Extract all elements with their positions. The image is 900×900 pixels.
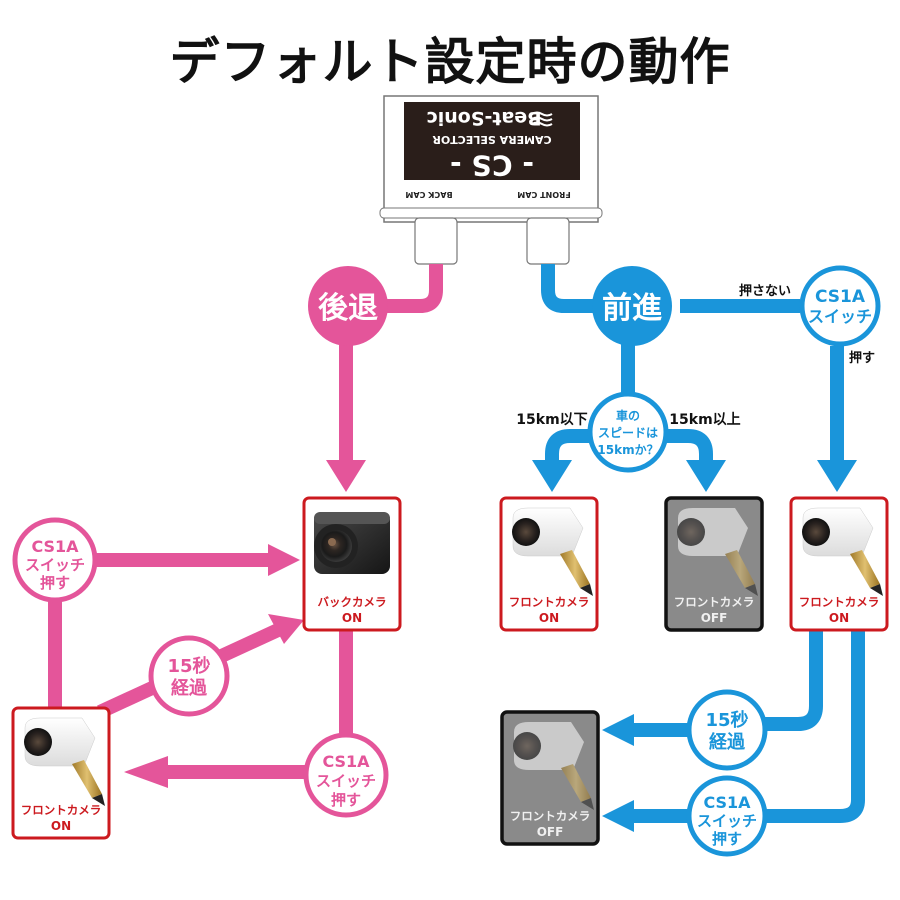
reverse-arrow-right-icon	[268, 544, 300, 576]
svg-text:CS1A: CS1A	[815, 287, 866, 307]
front-camera-icon	[677, 508, 758, 596]
reverse-switch-node-top: CS1A スイッチ 押す	[12, 517, 98, 603]
reverse-node-label: 後退	[318, 291, 378, 326]
high-speed-camera-card: フロントカメラ OFF	[664, 496, 764, 632]
forward-switch-node: CS1A スイッチ	[799, 265, 881, 347]
reverse-timer-arrow-icon	[268, 614, 304, 644]
forward-switch-node-bottom: CS1A スイッチ 押す	[686, 775, 768, 857]
reverse-node: 後退	[308, 266, 388, 346]
forward-timer-node: 15秒 経過	[686, 689, 768, 771]
svg-text:押す: 押す	[40, 574, 70, 592]
svg-text:CS1A: CS1A	[31, 537, 79, 556]
port-label-front: FRONT CAM	[517, 190, 570, 199]
svg-text:フロントカメラ: フロントカメラ	[510, 809, 591, 823]
forward-switch-bottom-line	[760, 628, 865, 823]
svg-text:ON: ON	[51, 819, 71, 833]
svg-text:スイッチ: スイッチ	[808, 307, 872, 326]
front-camera-icon	[512, 507, 593, 596]
speed-below-label: 15km以下	[516, 412, 587, 428]
svg-text:ON: ON	[539, 611, 559, 625]
speed-node: 車の スピードは 15kmか？	[587, 391, 669, 473]
back-camera-icon	[314, 512, 390, 574]
svg-text:スピードは: スピードは	[598, 426, 658, 440]
forward-timer-line	[760, 628, 823, 731]
reverse-line-from-device	[350, 264, 443, 313]
reverse-front-camera-card: フロントカメラ ON	[11, 706, 111, 840]
svg-text:15秒: 15秒	[705, 709, 748, 731]
svg-text:バックカメラ: バックカメラ	[318, 595, 387, 609]
svg-text:経過: 経過	[709, 731, 746, 753]
svg-text:15秒: 15秒	[167, 655, 210, 677]
forward-line-from-device	[541, 264, 620, 313]
pressed-label: 押す	[849, 350, 875, 366]
forward-switch-arrow-icon	[602, 800, 634, 832]
forward-node: 前進	[592, 266, 672, 346]
switch-camera-card: フロントカメラ ON	[789, 496, 889, 632]
svg-text:CS1A: CS1A	[322, 752, 370, 771]
svg-text:押す: 押す	[712, 830, 742, 848]
port-label-back: BACK CAM	[405, 190, 452, 199]
not-pressed-label: 押さない	[739, 283, 791, 299]
speed-high-branch-line	[664, 429, 713, 462]
svg-text:スイッチ: スイッチ	[316, 772, 376, 790]
product-name: - CS -	[450, 149, 534, 182]
back-camera-card: バックカメラ ON	[302, 496, 402, 632]
product-subtitle: CAMERA SELECTOR	[432, 133, 552, 146]
reverse-switch-node-bottom: CS1A スイッチ 押す	[303, 732, 389, 818]
back-cam-connector	[414, 217, 458, 265]
svg-text:CS1A: CS1A	[703, 793, 751, 812]
speed-low-arrow-icon	[532, 460, 572, 492]
reverse-arrow-left-icon	[124, 756, 168, 788]
reverse-timer-node: 15秒 経過	[148, 635, 230, 717]
forward-timer-arrow-icon	[602, 714, 634, 746]
brand-name: Beat-Sonic	[426, 107, 541, 129]
brand-wave-icon	[531, 111, 553, 127]
svg-text:押す: 押す	[331, 791, 361, 809]
speed-high-arrow-icon	[686, 460, 726, 492]
svg-text:経過: 経過	[171, 677, 208, 699]
svg-text:スイッチ: スイッチ	[697, 812, 757, 830]
speed-low-branch-line	[545, 429, 592, 462]
svg-text:OFF: OFF	[701, 611, 728, 625]
front-camera-icon	[802, 507, 883, 596]
low-speed-camera-card: フロントカメラ ON	[499, 496, 599, 632]
svg-text:フロントカメラ: フロントカメラ	[509, 595, 590, 609]
svg-text:車の: 車の	[616, 408, 640, 423]
speed-above-label: 15km以上	[669, 412, 740, 428]
front-cam-connector	[526, 217, 570, 265]
front-camera-icon	[513, 722, 594, 810]
svg-text:フロントカメラ: フロントカメラ	[799, 595, 880, 609]
camera-selector-device: - CS - CAMERA SELECTOR Beat-Sonic FRONT …	[379, 95, 603, 265]
svg-text:スイッチ: スイッチ	[25, 556, 85, 574]
svg-text:OFF: OFF	[537, 825, 564, 839]
front-camera-icon	[24, 717, 105, 806]
svg-text:ON: ON	[342, 611, 362, 625]
forward-arrow-down-icon	[817, 460, 857, 492]
reverse-arrow-down-icon	[326, 460, 366, 492]
svg-text:ON: ON	[829, 611, 849, 625]
svg-text:15kmか？: 15kmか？	[597, 443, 658, 457]
svg-text:フロントカメラ: フロントカメラ	[21, 803, 102, 817]
forward-node-label: 前進	[602, 291, 662, 326]
result-camera-card: フロントカメラ OFF	[500, 710, 600, 846]
svg-text:フロントカメラ: フロントカメラ	[674, 595, 755, 609]
page-title: デフォルト設定時の動作	[169, 33, 731, 91]
